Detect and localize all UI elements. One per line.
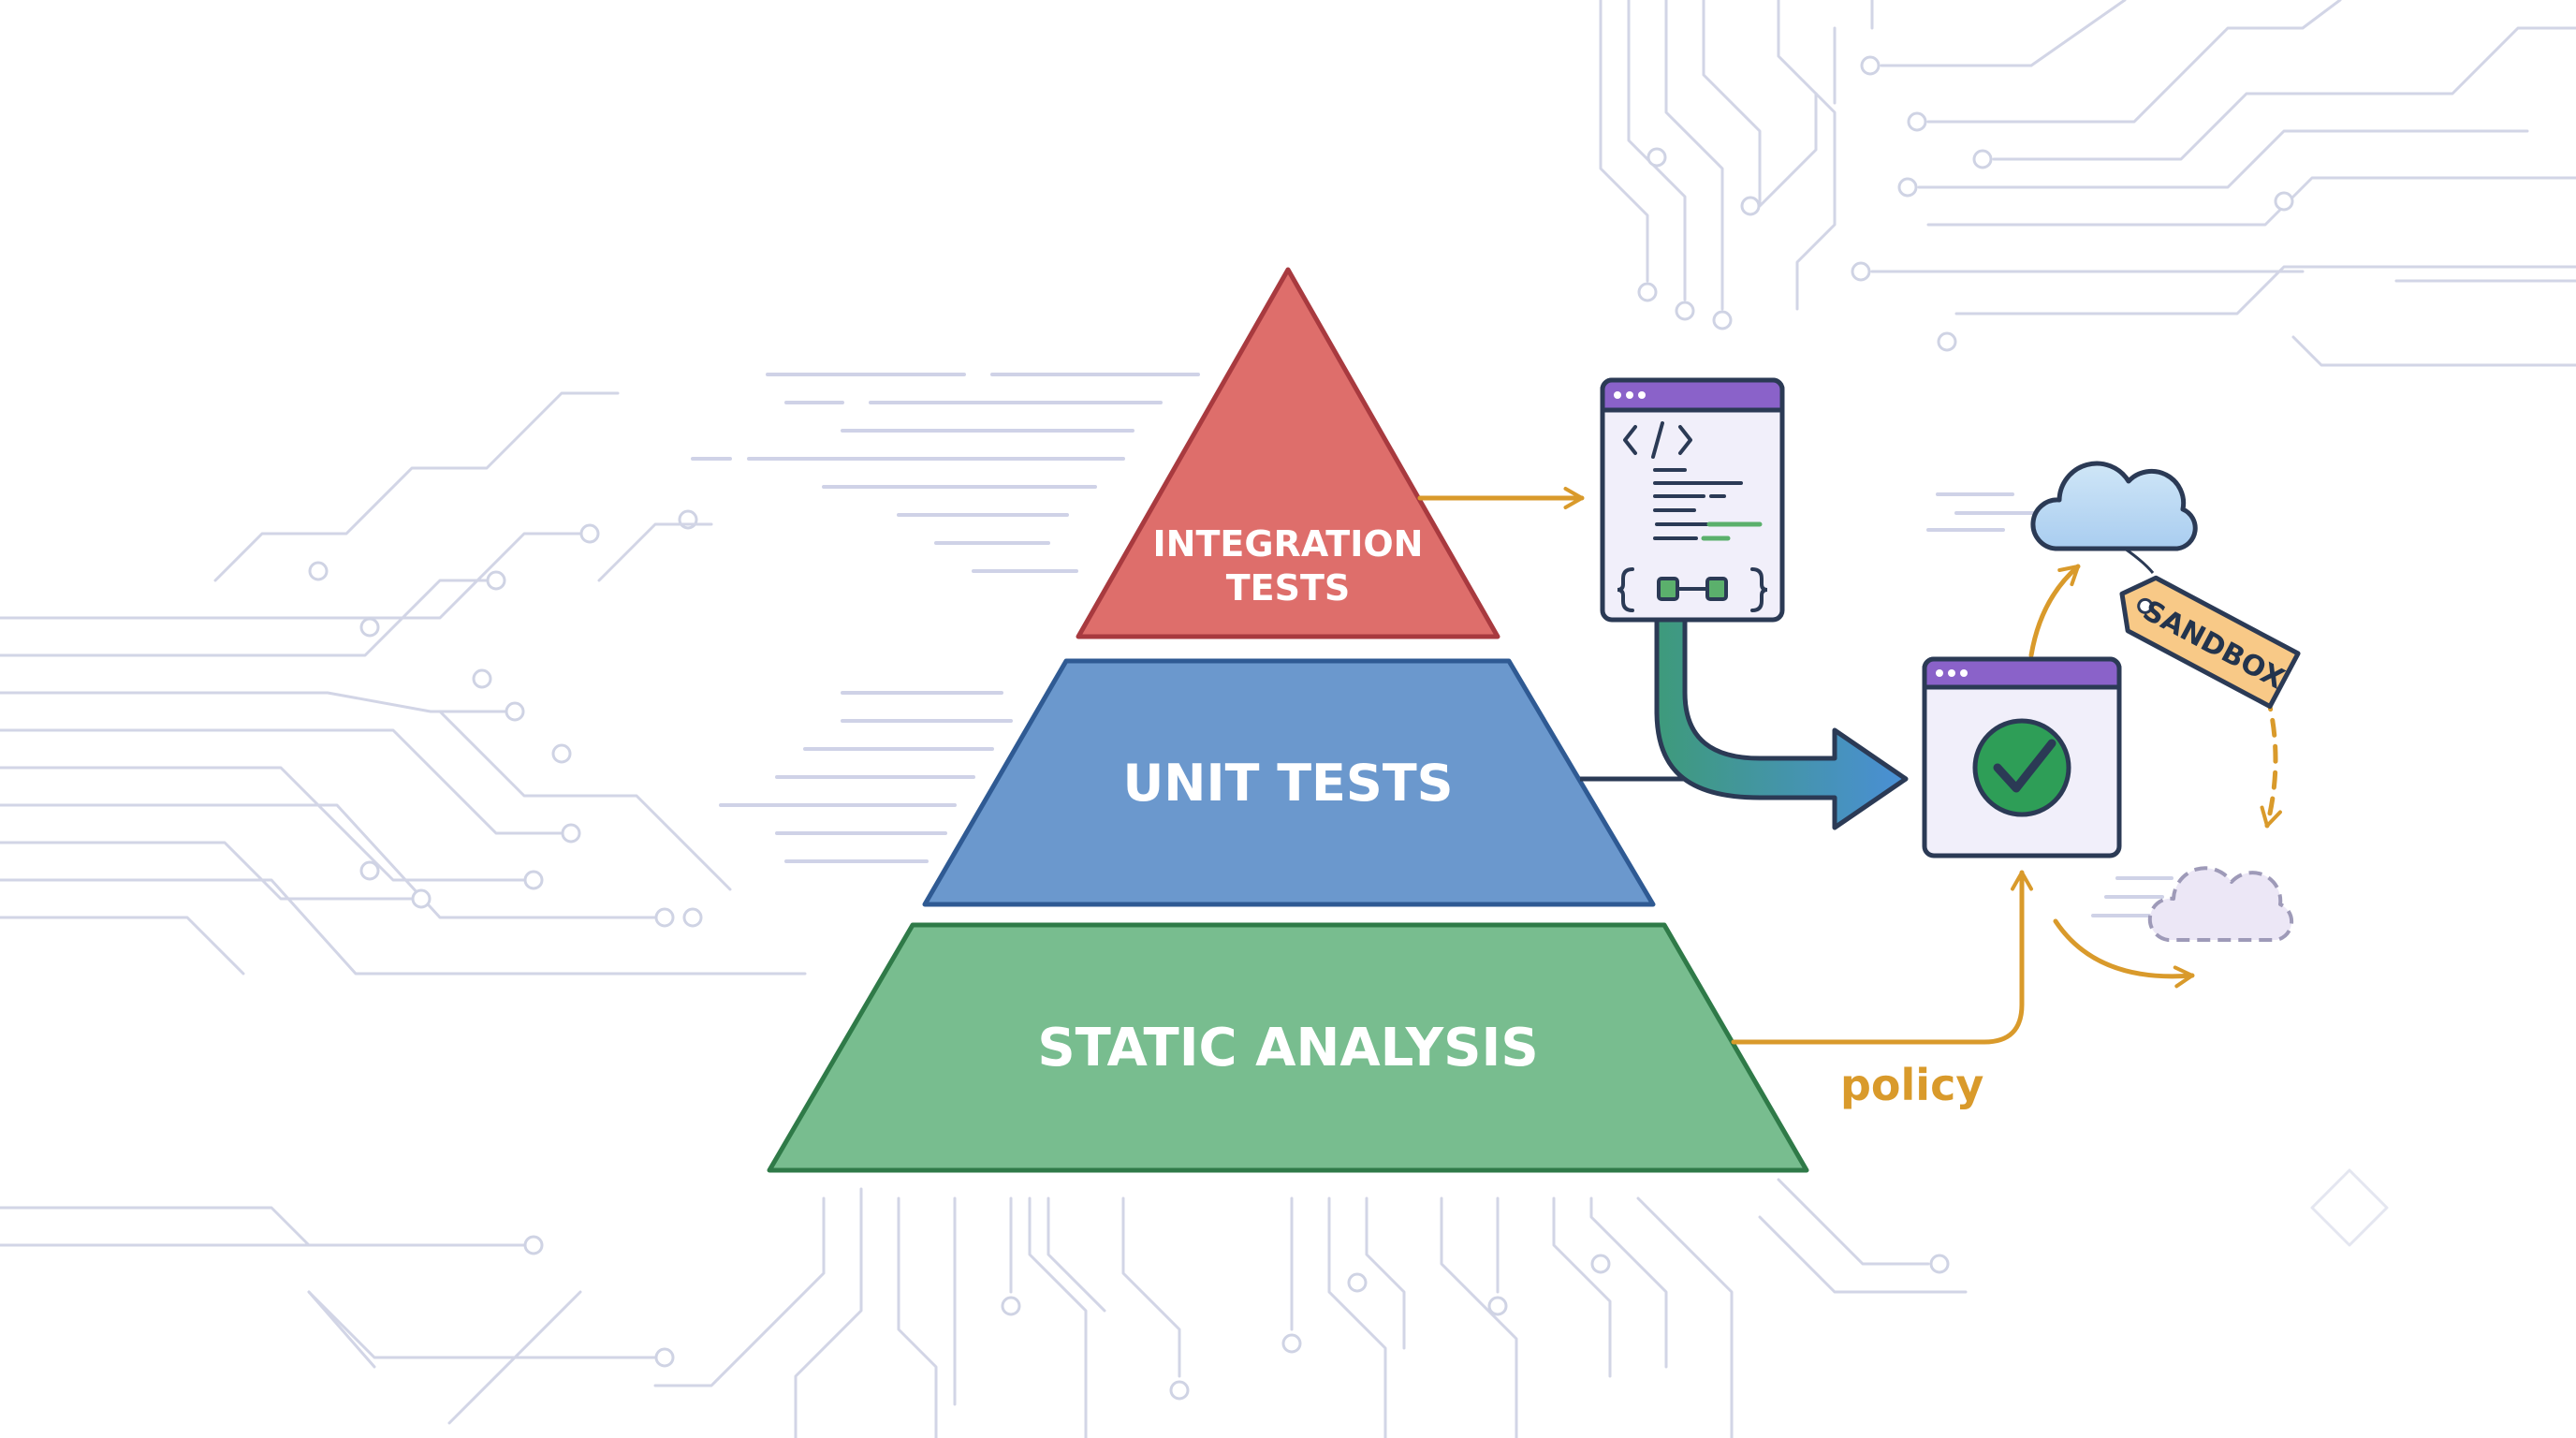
integration-tests-label-line1: INTEGRATION: [1153, 523, 1424, 565]
integration-tests-label-line2: TESTS: [1226, 567, 1351, 609]
check-window-icon: [1922, 656, 2122, 858]
testing-pyramid: INTEGRATION TESTS UNIT TESTS STATIC ANAL…: [767, 267, 1809, 1173]
integration-tests-tier: [1076, 267, 1500, 639]
speed-lines: [691, 373, 1200, 863]
flow-connectors: [1417, 487, 2282, 1045]
code-to-check-big-arrow: [1654, 617, 1909, 830]
sandbox-to-dashed-cloud-arrow: [2260, 692, 2282, 829]
unit-tests-tier: [922, 658, 1656, 907]
dashed-cloud-icon: [2091, 866, 2294, 942]
policy-label: policy: [1840, 1060, 1983, 1110]
check-to-dashed-cloud-arrow: [2053, 918, 2195, 989]
check-to-cloud-arrow: [2028, 564, 2081, 658]
static-analysis-label: STATIC ANALYSIS: [1037, 1018, 1538, 1078]
policy-arrow: [1731, 870, 2033, 1045]
sandbox-tag-icon: SANDBOX: [2119, 547, 2301, 710]
code-window-icon: [1600, 377, 1785, 623]
static-analysis-tier: [767, 922, 1809, 1173]
unit-tests-label: UNIT TESTS: [1122, 754, 1453, 813]
cloud-icon: [1926, 461, 2198, 551]
check-circle: [1972, 718, 2071, 817]
